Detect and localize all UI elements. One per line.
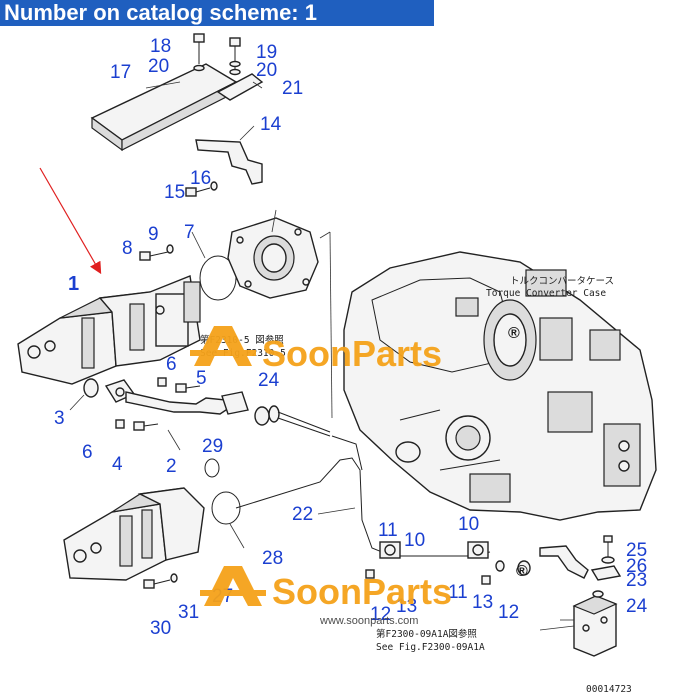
watermark-reg-bottom: ®	[516, 563, 528, 580]
part-label-28: 28	[262, 548, 283, 569]
bracket-14	[195, 139, 263, 185]
hose-22b	[331, 435, 363, 471]
bolt-15-16	[185, 181, 218, 197]
part-label-22: 22	[292, 504, 313, 525]
part-label-24a: 24	[258, 370, 280, 391]
part-label-6b: 6	[82, 442, 93, 463]
part-label-24b: 24	[626, 596, 648, 617]
valve-right	[467, 541, 489, 559]
watermark-top: SoonParts ®	[190, 325, 520, 374]
part-label-2: 2	[166, 456, 177, 477]
bolts-top	[193, 33, 241, 76]
note-ref2-en: See Fig.F2300-09A1A	[376, 642, 485, 653]
pointer-arrow	[39, 167, 102, 275]
part-label-6a: 6	[166, 354, 177, 375]
watermark-logo-icon	[194, 326, 252, 366]
small-fittings	[365, 560, 531, 585]
part-label-4: 4	[112, 454, 123, 475]
torque-converter-case	[343, 251, 657, 521]
part-label-9: 9	[148, 224, 159, 245]
part-label-3: 3	[54, 408, 65, 429]
watermark-reg-top: ®	[508, 325, 520, 342]
part-label-18: 18	[150, 36, 171, 57]
tube-2	[125, 391, 234, 415]
part-label-23: 23	[626, 570, 647, 591]
note-torque-jp: トルクコンバータケース	[510, 276, 614, 287]
part-label-15: 15	[164, 182, 185, 203]
part-label-21: 21	[282, 78, 303, 99]
watermark-bottom: SoonParts ® www.soonparts.com	[200, 563, 528, 627]
lower-pump	[63, 487, 205, 581]
part-label-16: 16	[190, 168, 211, 189]
seal-3	[83, 378, 99, 398]
adapter-plate	[227, 217, 319, 299]
bolt-5-6	[157, 377, 201, 393]
part-label-10b: 10	[458, 514, 479, 535]
bolt-8-9	[139, 244, 174, 261]
part-label-5: 5	[196, 368, 207, 389]
note-torque-en: Torque Converter Case	[486, 288, 606, 299]
part-label-25: 25	[626, 540, 647, 561]
part-label-11b: 11	[448, 582, 468, 603]
part-label-7: 7	[184, 222, 195, 243]
main-pump	[17, 275, 201, 385]
watermark-brand-top: SoonParts	[262, 333, 442, 374]
bolt-4-6	[115, 419, 159, 431]
part-label-29: 29	[202, 436, 223, 457]
catalog-header: Number on catalog scheme: 1	[0, 0, 434, 26]
bolt-30-31	[143, 573, 178, 589]
hose-22	[235, 457, 393, 557]
watermark-url: www.soonparts.com	[319, 615, 418, 627]
part-label-1: 1	[68, 273, 79, 295]
part-label-26: 26	[626, 556, 647, 577]
valve-left	[379, 541, 401, 559]
leader-lines	[69, 81, 575, 631]
bolts-25-26	[590, 535, 622, 581]
part-label-17: 17	[110, 62, 131, 83]
part-labels: 1 2 3 4 5 6 6 7 8 9 10 10 11 11 12 12 13…	[54, 36, 648, 639]
part-label-20b: 20	[256, 60, 277, 81]
bracket-21	[216, 73, 264, 101]
valve-block	[572, 590, 618, 657]
drawing-number: 00014723	[586, 684, 632, 695]
part-label-13b: 13	[472, 592, 493, 613]
cover-plate	[90, 63, 238, 152]
pipe-23	[539, 545, 589, 579]
part-label-31: 31	[178, 602, 199, 623]
part-label-8: 8	[122, 238, 133, 259]
part-label-12b: 12	[498, 602, 519, 623]
part-label-11a: 11	[378, 520, 398, 541]
seal-24	[254, 406, 270, 426]
part-label-14: 14	[260, 114, 282, 135]
o-ring-29	[204, 458, 220, 478]
part-label-13a: 13	[396, 596, 417, 617]
o-ring-28	[211, 491, 241, 525]
part-label-10a: 10	[404, 530, 425, 551]
part-label-20a: 20	[148, 56, 169, 77]
note-ref2-jp: 第F2300-09A1A図参照	[376, 628, 477, 640]
watermark-brand-bottom: SoonParts	[272, 571, 452, 612]
tube-2-flange	[221, 391, 249, 415]
dipstick	[268, 405, 331, 437]
part-label-12a: 12	[370, 604, 391, 625]
part-label-19: 19	[256, 42, 277, 63]
part-label-30: 30	[150, 618, 171, 639]
